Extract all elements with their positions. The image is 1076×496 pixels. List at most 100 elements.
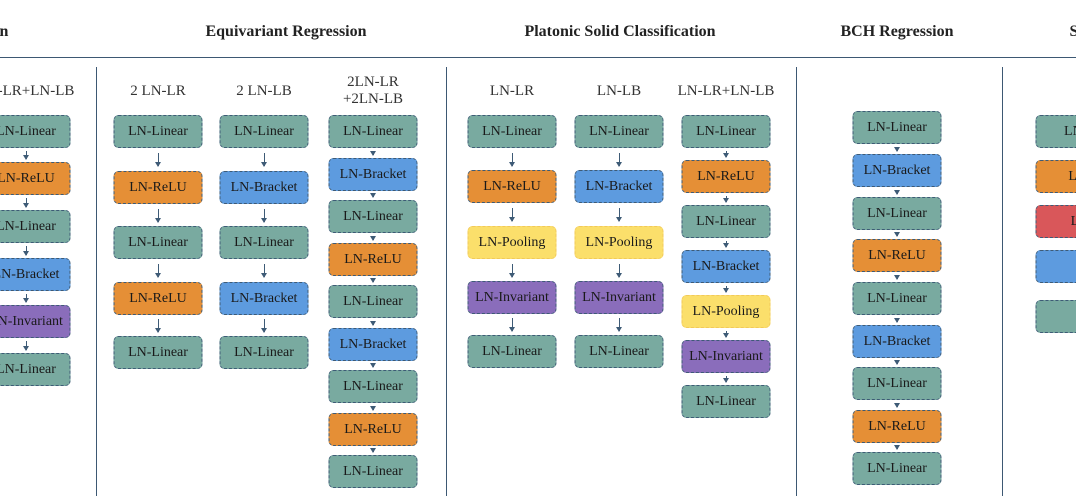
- column-label: LN-LR+LN-LB: [678, 83, 775, 100]
- block-red: LN: [1035, 205, 1076, 238]
- flow-arrow: [509, 263, 516, 278]
- block-bracket: LN-Bracket: [574, 170, 664, 203]
- header-equivariant-regression: Equivariant Regression: [205, 23, 367, 40]
- flow-arrow: [894, 147, 901, 152]
- column-label-line: 2 LN-LB: [236, 83, 292, 99]
- flow-arrow: [23, 198, 30, 208]
- column-label-line: +2LN-LB: [342, 91, 404, 107]
- block-bracket: LN-Bracket: [328, 158, 418, 191]
- block-bracket: LN-Bracket: [852, 154, 942, 187]
- header-platonic-solid-classification: Platonic Solid Classification: [524, 23, 716, 40]
- block-pooling: LN-Pooling: [574, 226, 664, 259]
- flow-arrow: [723, 196, 730, 203]
- header-divider-line: [0, 57, 1076, 58]
- block-relu: LN-ReLU: [328, 243, 418, 276]
- flow-arrow: [370, 278, 377, 283]
- block-pooling: LN-Pooling: [681, 295, 771, 328]
- flow-arrow: [616, 208, 623, 222]
- block-linear: LN-Linear: [852, 197, 942, 230]
- block-bracket: LN-Bracket: [219, 282, 309, 315]
- flow-arrow: [894, 275, 901, 280]
- block-bracket: LN-Bracket: [681, 250, 771, 283]
- block-pooling: LN-Pooling: [467, 226, 557, 259]
- block-bracket: LN-Bracket: [219, 171, 309, 204]
- block-relu: LN-: [1035, 160, 1076, 193]
- flow-arrow: [261, 264, 268, 278]
- block-linear: LN-Linear: [328, 285, 418, 318]
- flow-arrow: [261, 319, 268, 333]
- block-relu: LN-ReLU: [852, 239, 942, 272]
- block-linear: LN-Linear: [113, 336, 203, 369]
- block-linear: LN-Linear: [328, 115, 418, 148]
- block-relu: LN-ReLU: [113, 171, 203, 204]
- column-label: 2 LN-LR: [130, 83, 185, 100]
- header-partial-left: n: [0, 23, 9, 40]
- flow-arrow: [894, 232, 901, 237]
- column-label-line: LN-LR+LN-LB: [677, 83, 775, 99]
- block-linear: LN-Linear: [219, 226, 309, 259]
- block-relu: LN-ReLU: [113, 282, 203, 315]
- block-linear: LN-Linear: [328, 200, 418, 233]
- header-bch-regression: BCH Regression: [840, 23, 954, 40]
- block-linear: LN-Linear: [467, 335, 557, 368]
- flow-arrow: [370, 193, 377, 198]
- block-linear: LN-Linear: [467, 115, 557, 148]
- block-relu: LN-ReLU: [852, 410, 942, 443]
- block-linear: LN-Linear: [681, 385, 771, 418]
- block-linear: LN-Linear: [219, 336, 309, 369]
- section-divider: [796, 67, 797, 496]
- flow-arrow: [370, 151, 377, 156]
- flow-arrow: [894, 190, 901, 195]
- flow-arrow: [723, 331, 730, 338]
- block-linear: LN-Linear: [328, 370, 418, 403]
- flow-arrow: [155, 208, 162, 223]
- block-linear: LN-Linear: [852, 452, 942, 485]
- section-divider: [1002, 67, 1003, 496]
- flow-arrow: [509, 208, 516, 222]
- block-linear: LN-Linear: [852, 111, 942, 144]
- flow-arrow: [155, 264, 162, 278]
- block-linear: LN-L: [1035, 115, 1076, 148]
- flow-arrow: [370, 406, 377, 411]
- flow-arrow: [723, 376, 730, 383]
- flow-arrow: [616, 263, 623, 278]
- block-linear: LN-Linear: [328, 455, 418, 488]
- column-label-line: LN-LB: [596, 83, 642, 99]
- block-linear: [1035, 300, 1076, 333]
- block-relu: LN-ReLU: [328, 413, 418, 446]
- flow-arrow: [261, 208, 268, 223]
- block-invariant: LN-Invariant: [0, 305, 71, 338]
- flow-arrow: [894, 403, 901, 408]
- flow-arrow: [370, 448, 377, 453]
- flow-arrow: [616, 152, 623, 167]
- block-linear: LN-Linear: [574, 335, 664, 368]
- column-label: 2 LN-LB: [236, 83, 291, 100]
- block-bracket: LN-Bracket: [852, 325, 942, 358]
- flow-arrow: [370, 236, 377, 241]
- block-bracket: [1035, 250, 1076, 283]
- column-label: LN-LR: [490, 83, 534, 100]
- column-label: LN-LR+LN-LB: [0, 83, 74, 100]
- flow-arrow: [23, 294, 30, 303]
- flow-arrow: [23, 246, 30, 256]
- flow-arrow: [23, 151, 30, 160]
- flow-arrow: [370, 363, 377, 368]
- block-relu: LN-ReLU: [0, 162, 71, 195]
- block-linear: LN-Linear: [574, 115, 664, 148]
- flow-arrow: [894, 445, 901, 450]
- flow-arrow: [155, 319, 162, 333]
- flow-arrow: [723, 241, 730, 248]
- block-linear: LN-Linear: [681, 205, 771, 238]
- block-bracket: LN-Bracket: [328, 328, 418, 361]
- block-invariant: LN-Invariant: [467, 281, 557, 314]
- flow-arrow: [509, 152, 516, 167]
- flow-arrow: [155, 153, 162, 167]
- column-label-line: LN-LR+LN-LB: [0, 83, 75, 99]
- block-linear: LN-Linear: [0, 353, 71, 386]
- column-label-line: 2LN-LR: [347, 74, 399, 90]
- flow-arrow: [894, 360, 901, 365]
- flow-arrow: [616, 318, 623, 332]
- block-linear: LN-Linear: [0, 115, 71, 148]
- flow-arrow: [723, 286, 730, 293]
- block-linear: LN-Linear: [113, 226, 203, 259]
